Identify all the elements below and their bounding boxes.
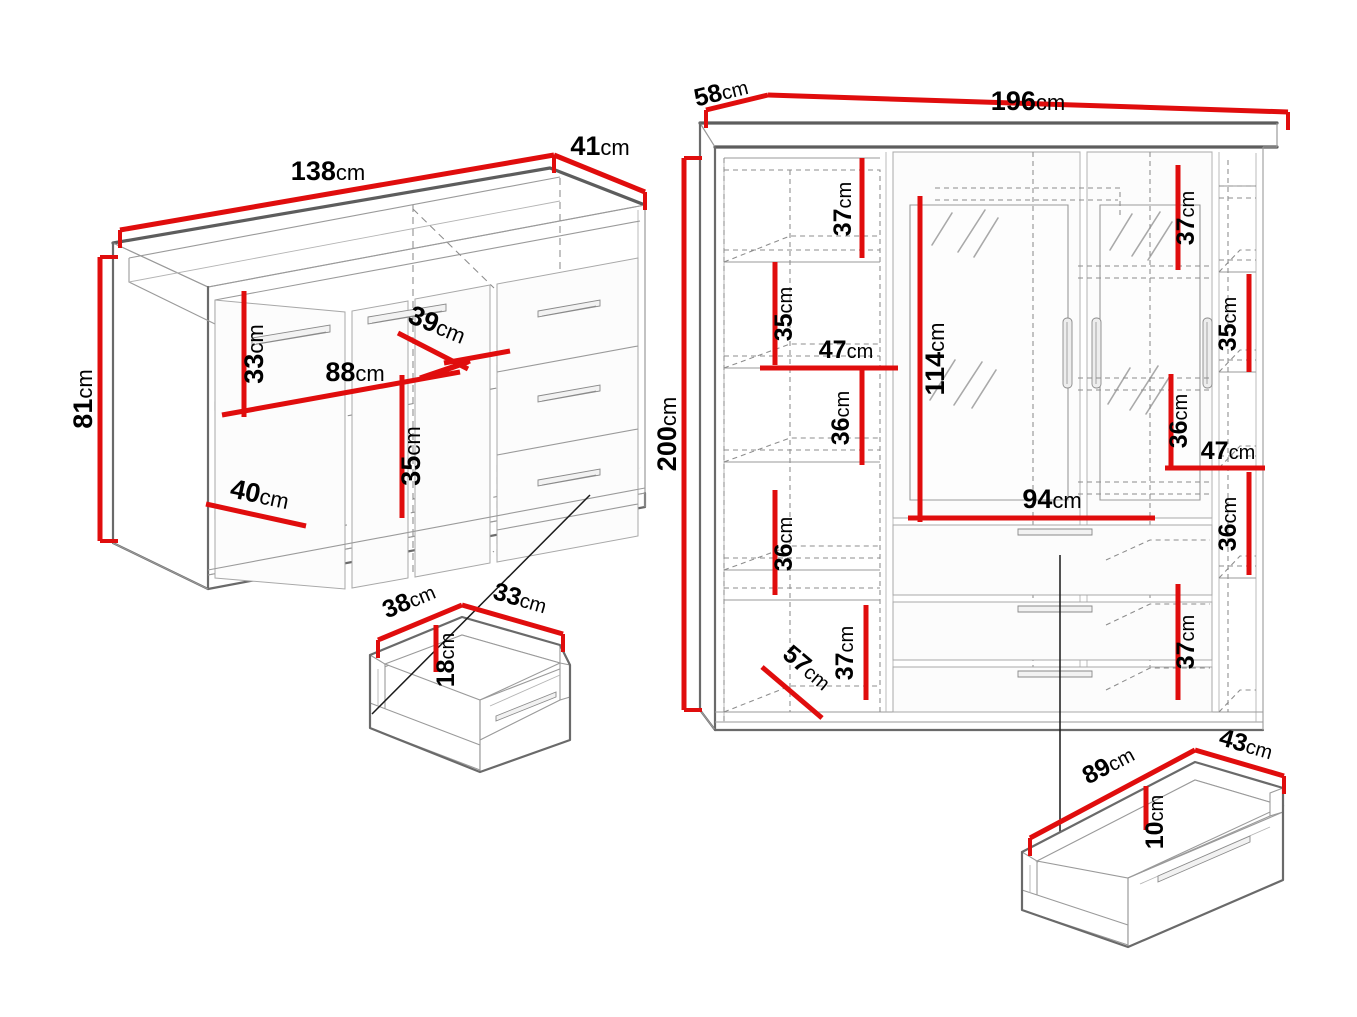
wide-drawer-right-wall [1269,787,1284,817]
dim-wardrobe-l37b-label: 37cm [831,626,859,680]
sideboard-inner-top-back2 [128,200,561,283]
wardrobe-left-base [699,709,716,731]
dim-wardrobe-r37-label: 37cm [1172,191,1200,245]
wardrobe-drawer-handle-3[interactable] [1017,670,1093,678]
sideboard-inner-top-back [128,176,561,259]
dim-small-drawer-height-label: 18cm [432,633,460,687]
dim-wide-drawer-depth-line [1194,747,1285,779]
sideboard-handle-left[interactable] [251,324,331,346]
sideboard-drawer-split-2 [496,428,639,456]
wardrobe-drawer-handle-2[interactable] [1017,605,1093,613]
dim-sideboard-low-d-label: 40cm [228,473,292,515]
dim-wardrobe-r47-label: 47cm [1201,437,1255,465]
dim-sideboard-width-line [119,152,555,233]
dim-wide-drawer-height-label: 10cm [1141,795,1169,849]
wardrobe-drawer-1 [892,524,1213,596]
sideboard-top-left-edge [112,242,209,288]
dim-wardrobe-l35-label: 35cm [770,287,798,341]
sideboard-base-left [112,542,209,590]
wardrobe-left-depth-diag-3 [723,437,880,463]
small-drawer-handle[interactable] [495,691,557,722]
wardrobe-right-depth-diag-5 [1218,689,1256,713]
sideboard-door-mid [351,300,409,589]
sideboard-door-left [214,299,346,590]
wardrobe-top-left-chamfer [699,122,716,148]
wardrobe-right-depth-diag-2 [1218,349,1256,373]
dim-wardrobe-height-label: 200cm [652,397,682,471]
wide-drawer-handle[interactable] [1157,835,1251,883]
wardrobe-center-hidden-rail [935,187,1121,215]
dim-wardrobe-r36a-label: 36cm [1165,394,1193,448]
small-drawer-drawing: 38cm 33cm 18cm [368,494,591,774]
dim-wardrobe-l37-label: 37cm [829,182,857,236]
dim-wardrobe-l57-line [760,665,824,720]
dim-wardrobe-r36b-label: 36cm [1214,497,1242,551]
dim-sideboard-depth-label: 41cm [570,131,629,161]
sideboard-drawer-handle-1[interactable] [537,299,601,318]
wide-drawer-inner-front [1127,815,1271,879]
sideboard-drawer-column [496,257,639,563]
wardrobe-mirror-left [909,204,1069,501]
dim-small-drawer-width-line [377,602,463,643]
wardrobe-left-bay-hidden-back [724,169,881,712]
dim-wardrobe-r37b-label: 37cm [1172,615,1200,669]
sideboard-inner-top-front [214,220,641,301]
dim-wardrobe-depth-line [705,92,769,113]
wardrobe-door-handle-left[interactable] [1062,317,1073,389]
dim-sideboard-width-label: 138cm [291,156,365,186]
sideboard-top-edge [111,166,647,245]
small-drawer-inner-line [489,674,561,707]
dim-sideboard-shelf-d-ext [443,348,511,366]
dim-sideboard-depth-line [553,152,646,195]
small-drawer-right-top [559,662,571,666]
wardrobe-right-depth-diag-4 [1218,555,1256,579]
wardrobe-drawing: 58cm 196cm 200cm 37cm 35cm 47cm [652,77,1290,835]
sideboard-hidden-diag-1 [412,208,495,289]
wardrobe-left-depth-diag-5 [723,685,880,713]
dim-wardrobe-l36a-label: 36cm [827,391,855,445]
sideboard-drawer-handle-2[interactable] [537,384,601,403]
dim-wardrobe-c114-label: 114cm [920,323,950,396]
wardrobe-drawer-handle-1[interactable] [1017,528,1093,536]
sideboard-top-front-edge [207,204,646,288]
dim-wardrobe-l36b-label: 36cm [770,517,798,571]
dim-small-drawer-depth-line [461,602,564,637]
wardrobe-door-handle-right[interactable] [1202,317,1213,389]
small-drawer-leader [371,494,591,715]
wardrobe-top-slab [699,122,1278,148]
dim-sideboard-height-label: 81cm [68,369,98,428]
wide-drawer-outline [1020,760,1285,949]
mirror-glint-left [929,209,999,409]
dim-sideboard-low-d-line [205,501,307,529]
sideboard-handle-mid[interactable] [367,303,447,325]
small-drawer-inner-front [479,699,561,741]
wardrobe-left-depth-diag-1 [723,235,880,263]
wardrobe-door-handle-mid[interactable] [1091,317,1102,389]
dim-wardrobe-r35-label: 35cm [1214,297,1242,351]
wardrobe-drawer-2 [892,601,1213,661]
sideboard-drawing: 138cm 41cm 81cm 33cm 88cm 39cm [68,131,647,591]
wardrobe-right-depth-diag-3 [1218,445,1256,469]
dim-wardrobe-width-line [767,92,1289,115]
dim-wardrobe-c94-label: 94cm [1022,484,1081,514]
wardrobe-drawer-hidden-diag [1105,539,1210,561]
dim-sideboard-shelf-w-label: 88cm [325,357,384,387]
wardrobe-right-depth-diag-1 [1218,249,1256,273]
wardrobe-left-depth-diag-4 [723,545,880,571]
sideboard-drawer-split-1 [496,345,639,373]
wardrobe-drawer-hidden-diag-3 [1105,667,1210,691]
dim-wardrobe-width-label: 196cm [991,86,1065,116]
sideboard-drawer-handle-3[interactable] [537,468,601,487]
dim-wardrobe-l47-label: 47cm [819,336,873,364]
dim-sideboard-low-h-label: 35cm [396,426,426,485]
dim-sideboard-shelf-w-line [221,369,461,418]
sideboard-plinth-top [207,487,646,571]
dim-wide-drawer-width-line [1028,747,1197,841]
dim-sideboard-shelf-h-label: 33cm [239,324,269,383]
wardrobe-drawer-hidden-diag-2 [1105,603,1210,626]
small-drawer-outline [368,615,572,774]
wardrobe-left-depth-diag-2 [723,343,880,369]
wardrobe-drawer-3 [892,666,1213,713]
